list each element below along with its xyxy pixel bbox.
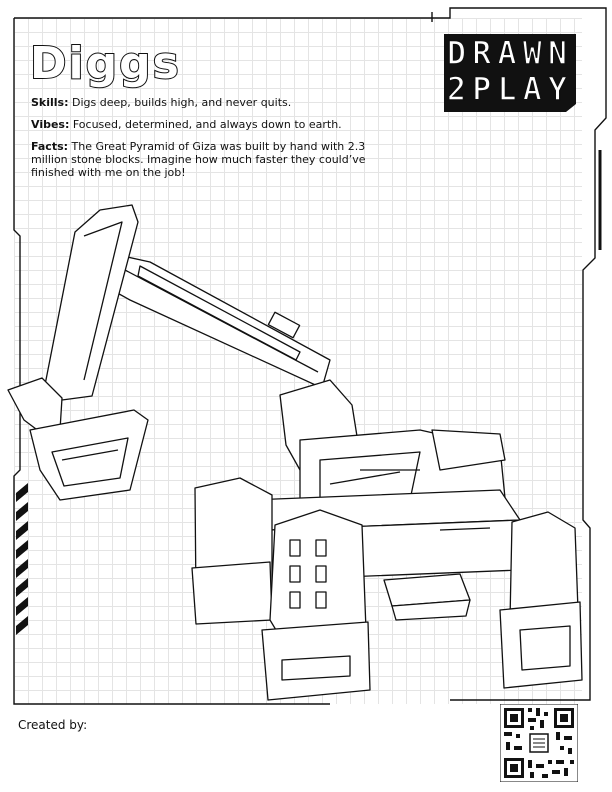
created-by-label: Created by: [18, 718, 88, 732]
page-title: Diggs [29, 37, 181, 90]
vibes-line: Vibes: Focused, determined, and always d… [31, 118, 391, 131]
skills-label: Skills: [31, 96, 69, 109]
skills-line: Skills: Digs deep, builds high, and neve… [31, 96, 391, 109]
hazard-stripe [16, 577, 28, 598]
qr-code-graphic [499, 703, 579, 783]
facts-line: Facts: The Great Pyramid of Giza was bui… [31, 140, 391, 179]
hazard-stripe [16, 558, 28, 579]
logo-line-1: DRAWN [446, 34, 574, 72]
vibes-text: Focused, determined, and always down to … [69, 118, 342, 131]
hazard-stripe [16, 596, 28, 617]
vibes-label: Vibes: [31, 118, 70, 131]
logo-badge [444, 34, 576, 112]
hazard-stripes [16, 482, 28, 638]
hazard-stripe [16, 539, 28, 560]
qr-code-icon[interactable] [499, 703, 579, 783]
logo-line-2: 2PLAY [446, 70, 574, 108]
facts-text: The Great Pyramid of Giza was built by h… [31, 140, 366, 179]
hazard-stripe [16, 520, 28, 541]
drawn2play-logo: DRAWN 2PLAY [440, 30, 580, 114]
excavator-robot-illustration [7, 204, 583, 701]
skills-text: Digs deep, builds high, and never quits. [68, 96, 292, 109]
character-profile: Skills: Digs deep, builds high, and neve… [31, 96, 391, 188]
hazard-stripe [16, 615, 28, 636]
facts-label: Facts: [31, 140, 69, 153]
hazard-stripe [16, 501, 28, 522]
